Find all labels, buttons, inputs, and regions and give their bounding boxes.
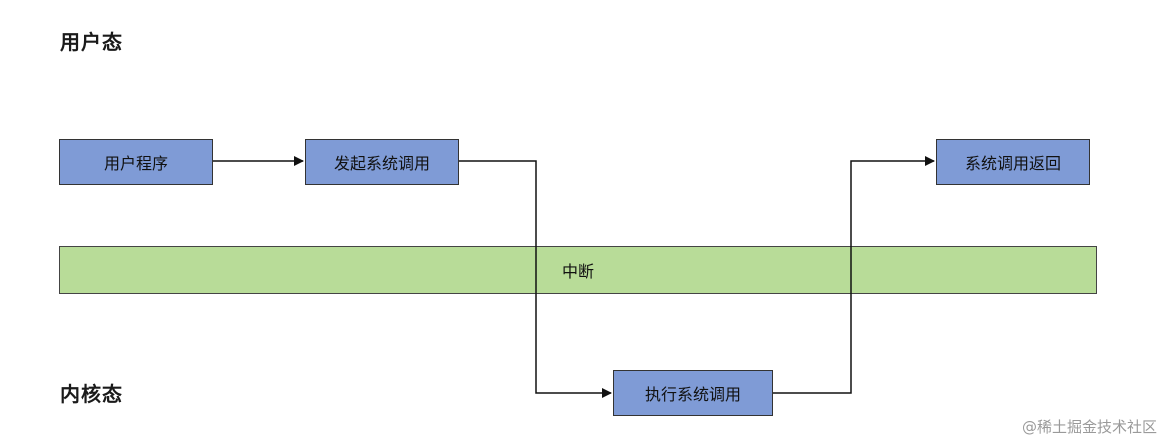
- initiate-syscall-box: 发起系统调用: [305, 139, 459, 185]
- syscall-return-label: 系统调用返回: [964, 154, 1061, 173]
- interrupt-bar: 中断: [59, 246, 1097, 294]
- syscall-return-box: 系统调用返回: [936, 139, 1090, 185]
- arrow-initiate-to-execute: [459, 160, 612, 398]
- initiate-syscall-label: 发起系统调用: [333, 154, 430, 173]
- user-mode-label: 用户态: [60, 30, 123, 54]
- execute-syscall-box: 执行系统调用: [613, 370, 773, 416]
- kernel-mode-label: 内核态: [60, 382, 123, 406]
- watermark-text: @稀土掘金技术社区: [1021, 418, 1157, 436]
- arrow-execute-to-return: [773, 156, 935, 394]
- execute-syscall-label: 执行系统调用: [644, 385, 741, 404]
- user-program-box: 用户程序: [59, 139, 213, 185]
- user-program-label: 用户程序: [103, 154, 168, 173]
- interrupt-label: 中断: [561, 262, 594, 281]
